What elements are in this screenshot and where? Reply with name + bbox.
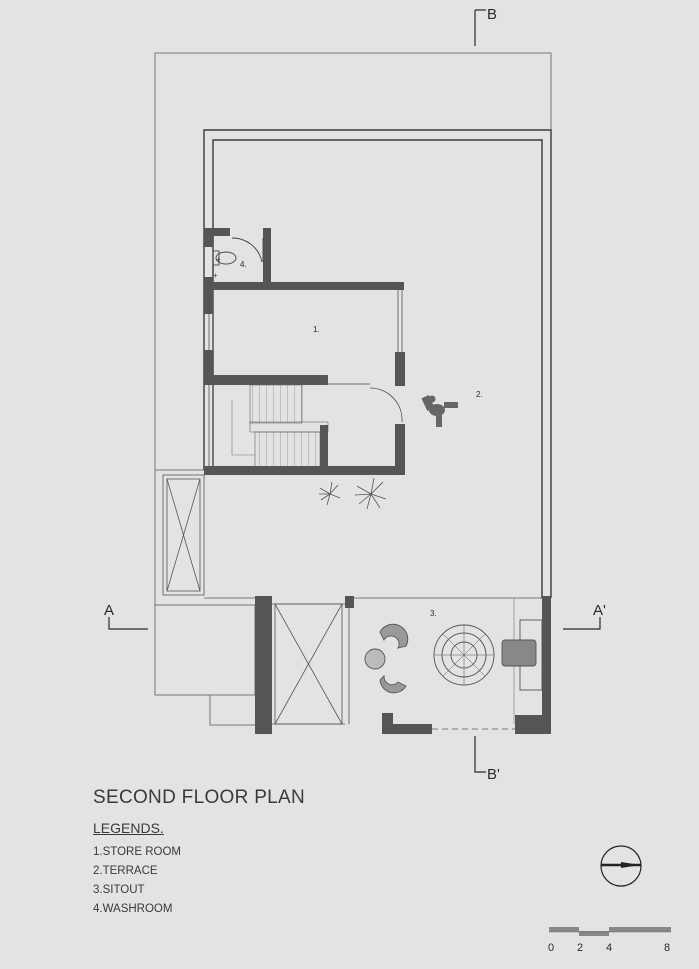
person-icon	[421, 394, 458, 427]
svg-text:+: +	[213, 271, 218, 280]
legend-heading: LEGENDS.	[93, 820, 164, 836]
legend-list: 1.STORE ROOM 2.TERRACE 3.SITOUT 4.WASHRO…	[93, 843, 181, 919]
section-label-a: A	[104, 602, 114, 619]
lounge-chair-icon	[501, 639, 537, 667]
legend-item-washroom: 4.WASHROOM	[93, 903, 173, 915]
section-label-a-prime: A'	[593, 602, 606, 619]
section-lines	[108, 9, 601, 773]
scale-tick-8: 8	[664, 942, 670, 954]
scale-bar	[549, 927, 671, 936]
room-tag-terrace: 2.	[476, 390, 483, 399]
section-label-b-prime: B'	[487, 766, 500, 783]
chair-icon	[379, 623, 409, 649]
wc-icon	[215, 251, 237, 265]
scale-tick-2: 2	[577, 942, 583, 954]
sitout-block	[255, 596, 551, 734]
plant-icon	[319, 477, 387, 510]
stair-block-walls	[204, 424, 405, 475]
terrace-door	[328, 383, 403, 423]
svg-text:+: +	[216, 255, 221, 264]
legend-item-store-room: 1.STORE ROOM	[93, 846, 181, 858]
staircase	[208, 384, 329, 471]
section-label-b: B	[487, 6, 497, 23]
room-tag-sitout: 3.	[430, 609, 437, 618]
legend-item-sitout: 3.SITOUT	[93, 884, 145, 896]
legend-item-terrace: 2.TERRACE	[93, 865, 158, 877]
washroom-fixtures: + +	[212, 237, 264, 280]
room-tag-store-room: 1.	[313, 325, 320, 334]
plot-boundary	[154, 52, 552, 726]
side-table-icon	[364, 648, 386, 670]
washroom-walls	[204, 228, 404, 314]
left-void	[155, 469, 255, 599]
sitout-furniture	[364, 619, 543, 694]
plan-title: SECOND FLOOR PLAN	[93, 787, 306, 808]
north-arrow-icon	[600, 845, 642, 887]
store-room-walls	[204, 290, 405, 386]
scale-tick-0: 0	[548, 942, 554, 954]
room-tag-washroom: 4.	[240, 260, 247, 269]
terrace-parapet	[203, 129, 552, 598]
scale-tick-4: 4	[606, 942, 612, 954]
chair-icon	[379, 674, 407, 694]
